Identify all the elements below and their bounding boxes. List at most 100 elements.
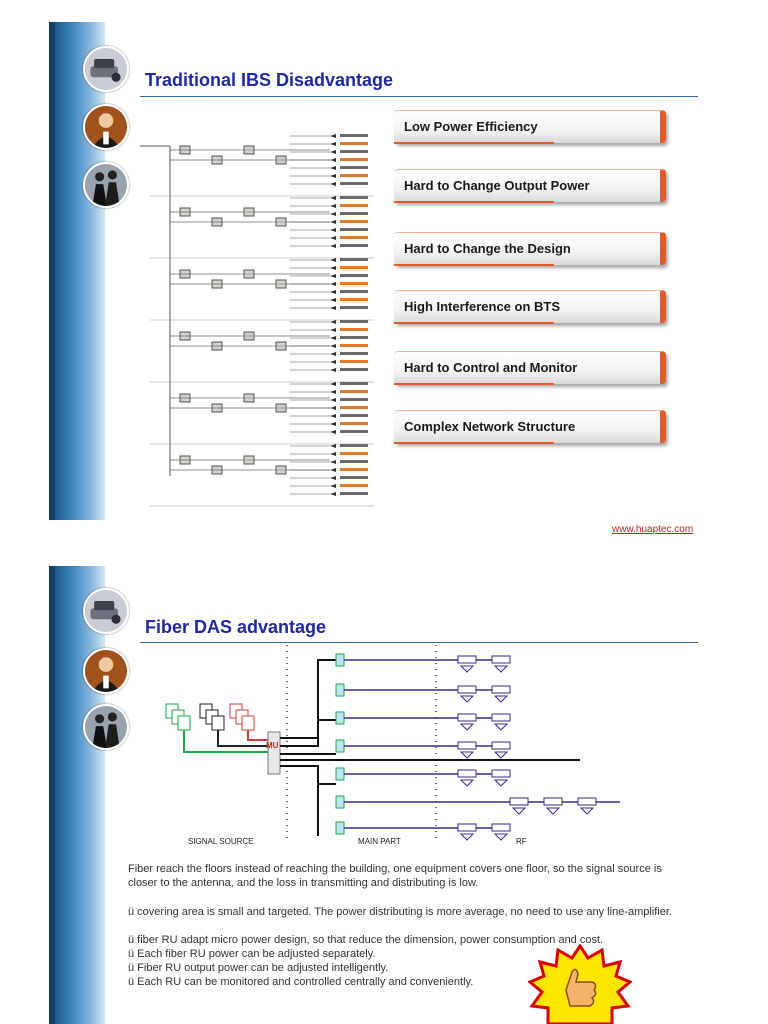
antenna-icon: [330, 390, 336, 394]
title-divider: [140, 642, 698, 643]
disadvantage-item: High Interference on BTS: [394, 290, 666, 324]
remote-unit: [577, 797, 597, 806]
antenna-tag: [340, 166, 368, 169]
slide-title: Traditional IBS Disadvantage: [145, 70, 394, 90]
slide-sidebar: [49, 22, 105, 520]
disadvantage-item: Hard to Change the Design: [394, 232, 666, 266]
antenna-tag: [340, 258, 368, 261]
antenna-tag: [340, 460, 368, 463]
ibs-network-diagram: [140, 134, 374, 507]
antenna-tag: [340, 492, 368, 495]
antenna-icon: [330, 476, 336, 480]
antenna-icon: [459, 695, 475, 703]
antenna-tag: [340, 212, 368, 215]
businessman-photo-icon: [83, 648, 129, 694]
antenna-icon: [330, 266, 336, 270]
main-part-label: MAIN PART: [358, 837, 401, 846]
antenna-icon: [330, 430, 336, 434]
antenna-icon: [330, 134, 336, 138]
office-equipment-photo-icon: [83, 46, 129, 92]
remote-unit: [509, 797, 529, 806]
antenna-tag: [340, 336, 368, 339]
antenna-icon: [459, 779, 475, 787]
antenna-icon: [545, 807, 561, 815]
remote-unit: [491, 713, 511, 722]
antenna-icon: [330, 468, 336, 472]
converter-block: [335, 711, 345, 725]
remote-unit: [457, 713, 477, 722]
remote-unit: [491, 741, 511, 750]
converter-block: [335, 821, 345, 835]
website-link[interactable]: www.huaptec.com: [612, 524, 694, 535]
antenna-icon: [493, 695, 509, 703]
converter-block: [335, 795, 345, 809]
antenna-icon: [330, 422, 336, 426]
antenna-icon: [330, 290, 336, 294]
slide-traditional-ibs: Traditional IBS Disadvantage Low Power E…: [0, 22, 768, 535]
antenna-icon: [330, 492, 336, 496]
antenna-icon: [330, 158, 336, 162]
antenna-icon: [330, 236, 336, 240]
antenna-icon: [330, 368, 336, 372]
antenna-icon: [330, 484, 336, 488]
antenna-tag: [340, 406, 368, 409]
signal-source-label: SIGNAL SOURCE: [188, 837, 254, 846]
thumbs-up-stamp-icon: [528, 944, 632, 1024]
bullet-item: ü fiber RU adapt micro power design, so …: [128, 934, 604, 946]
remote-unit: [491, 769, 511, 778]
antenna-icon: [330, 320, 336, 324]
antenna-tag: [340, 282, 368, 285]
antenna-tag: [340, 134, 368, 137]
converter-block: [335, 683, 345, 697]
antenna-tag: [340, 468, 368, 471]
remote-unit: [457, 685, 477, 694]
antenna-icon: [493, 751, 509, 759]
antenna-icon: [330, 258, 336, 262]
antenna-icon: [330, 444, 336, 448]
antenna-icon: [330, 174, 336, 178]
antenna-icon: [493, 779, 509, 787]
antenna-tag: [340, 290, 368, 293]
disadvantage-item: Complex Network Structure: [394, 410, 666, 444]
antenna-tag: [340, 344, 368, 347]
antenna-icon: [330, 150, 336, 154]
antenna-tag: [340, 320, 368, 323]
disadvantage-item: Low Power Efficiency: [394, 110, 666, 144]
bullet-item: ü covering area is small and targeted. T…: [128, 906, 672, 918]
antenna-icon: [330, 196, 336, 200]
converter-block: [335, 767, 345, 781]
antenna-icon: [330, 382, 336, 386]
antenna-icon: [330, 182, 336, 186]
antenna-tag: [340, 484, 368, 487]
businessman-photo-icon: [83, 104, 129, 150]
antenna-tag: [340, 360, 368, 363]
antenna-icon: [330, 212, 336, 216]
antenna-icon: [330, 360, 336, 364]
antenna-icon: [459, 665, 475, 673]
signal-source-blocks: [165, 703, 255, 731]
antenna-icon: [330, 282, 336, 286]
antenna-icon: [330, 142, 336, 146]
antenna-tag: [340, 430, 368, 433]
remote-unit: [491, 655, 511, 664]
bullet-item: ü Each RU can be monitored and controlle…: [128, 976, 474, 988]
slide-sidebar: [49, 566, 105, 1024]
slide-fiber-das: Fiber DAS advantage: [0, 566, 768, 1024]
mu-unit: [267, 731, 281, 775]
office-equipment-photo-icon: [83, 588, 129, 634]
antenna-tag: [340, 182, 368, 185]
antenna-tag: [340, 158, 368, 161]
antenna-icon: [330, 344, 336, 348]
antenna-icon: [459, 751, 475, 759]
remote-unit: [457, 769, 477, 778]
antenna-tag: [340, 196, 368, 199]
antenna-icon: [330, 352, 336, 356]
antenna-tag: [340, 368, 368, 371]
antenna-icon: [493, 723, 509, 731]
antenna-tag: [340, 382, 368, 385]
antenna-tag: [340, 352, 368, 355]
antenna-tag: [340, 274, 368, 277]
antenna-icon: [330, 414, 336, 418]
antenna-icon: [330, 336, 336, 340]
antenna-tag: [340, 228, 368, 231]
